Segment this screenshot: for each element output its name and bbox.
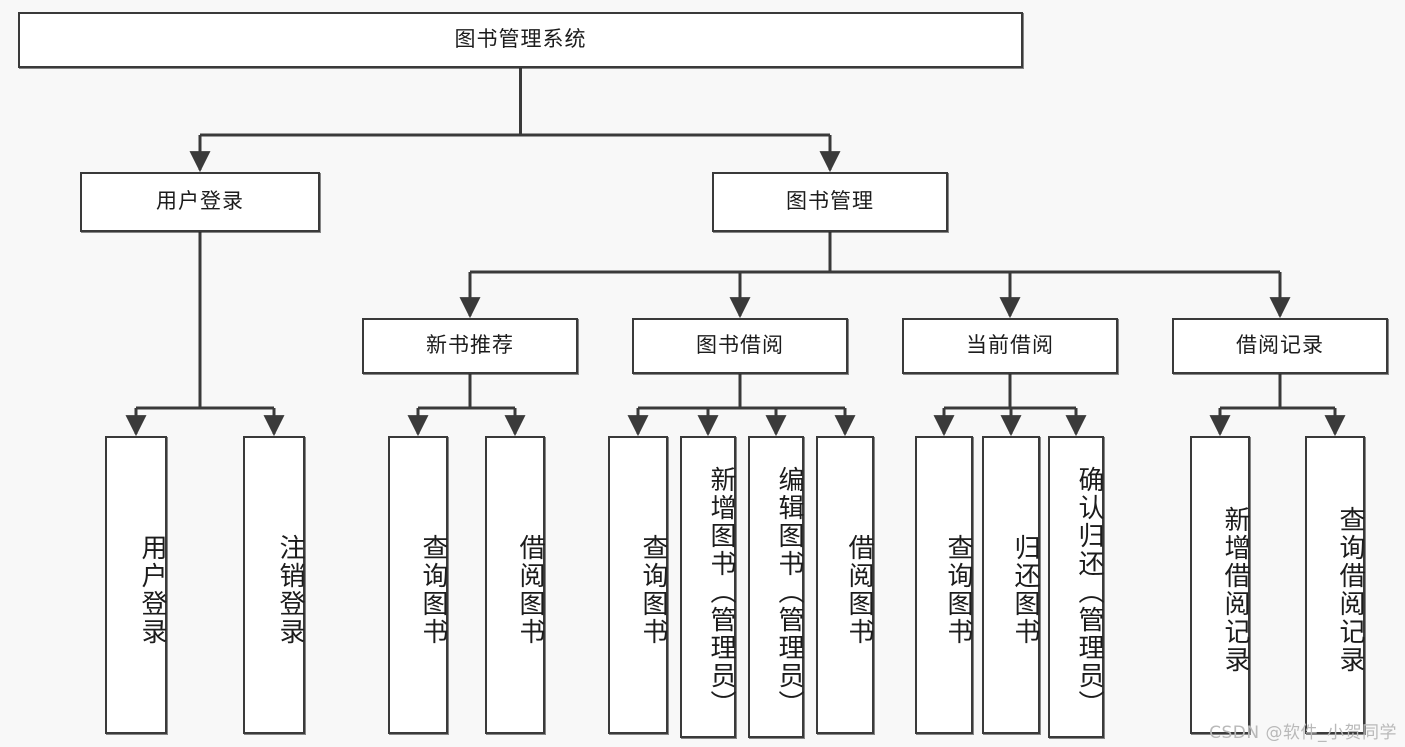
node-leaf-query-record[interactable]: 查询借阅记录 (1305, 436, 1365, 734)
node-label: 借阅图书 (844, 534, 874, 646)
node-label: 图书管理系统 (454, 27, 587, 52)
node-new-book-recommend[interactable]: 新书推荐 (362, 318, 578, 374)
node-current-borrow[interactable]: 当前借阅 (902, 318, 1118, 374)
node-leaf-user-login[interactable]: 用户登录 (105, 436, 167, 734)
node-label: 查询图书 (638, 534, 668, 646)
node-leaf-borrow-book-2[interactable]: 借阅图书 (816, 436, 874, 734)
node-label: 新增图书（管理员） (706, 466, 736, 718)
node-leaf-add-book[interactable]: 新增图书（管理员） (680, 436, 736, 738)
node-leaf-query-book-3[interactable]: 查询图书 (915, 436, 973, 734)
node-book-manage[interactable]: 图书管理 (712, 172, 948, 232)
node-label: 新增借阅记录 (1220, 506, 1250, 674)
node-label: 新书推荐 (426, 333, 514, 358)
node-label: 借阅图书 (515, 534, 545, 646)
node-leaf-user-logout[interactable]: 注销登录 (243, 436, 305, 734)
node-label: 注销登录 (275, 534, 305, 646)
node-label: 用户登录 (137, 534, 167, 646)
node-label: 查询借阅记录 (1335, 506, 1365, 674)
node-book-borrow[interactable]: 图书借阅 (632, 318, 848, 374)
node-label: 归还图书 (1010, 534, 1040, 646)
node-label: 查询图书 (418, 534, 448, 646)
node-label: 确认归还（管理员） (1074, 466, 1104, 718)
node-leaf-query-book-2[interactable]: 查询图书 (608, 436, 668, 734)
node-leaf-borrow-book-1[interactable]: 借阅图书 (485, 436, 545, 734)
node-label: 当前借阅 (966, 333, 1054, 358)
node-label: 借阅记录 (1236, 333, 1324, 358)
node-leaf-confirm-return[interactable]: 确认归还（管理员） (1048, 436, 1104, 738)
node-leaf-add-record[interactable]: 新增借阅记录 (1190, 436, 1250, 734)
node-label: 查询图书 (943, 534, 973, 646)
csdn-watermark: CSDN @软件_小贺同学 (1209, 723, 1397, 743)
node-leaf-return-book[interactable]: 归还图书 (982, 436, 1040, 734)
node-label: 用户登录 (156, 189, 244, 214)
node-label: 图书借阅 (696, 333, 784, 358)
node-leaf-query-book-1[interactable]: 查询图书 (388, 436, 448, 734)
node-user-login[interactable]: 用户登录 (80, 172, 320, 232)
node-label: 图书管理 (786, 189, 874, 214)
node-borrow-record[interactable]: 借阅记录 (1172, 318, 1388, 374)
node-label: 编辑图书（管理员） (774, 466, 804, 718)
node-leaf-edit-book[interactable]: 编辑图书（管理员） (748, 436, 804, 738)
node-root-system[interactable]: 图书管理系统 (18, 12, 1023, 68)
